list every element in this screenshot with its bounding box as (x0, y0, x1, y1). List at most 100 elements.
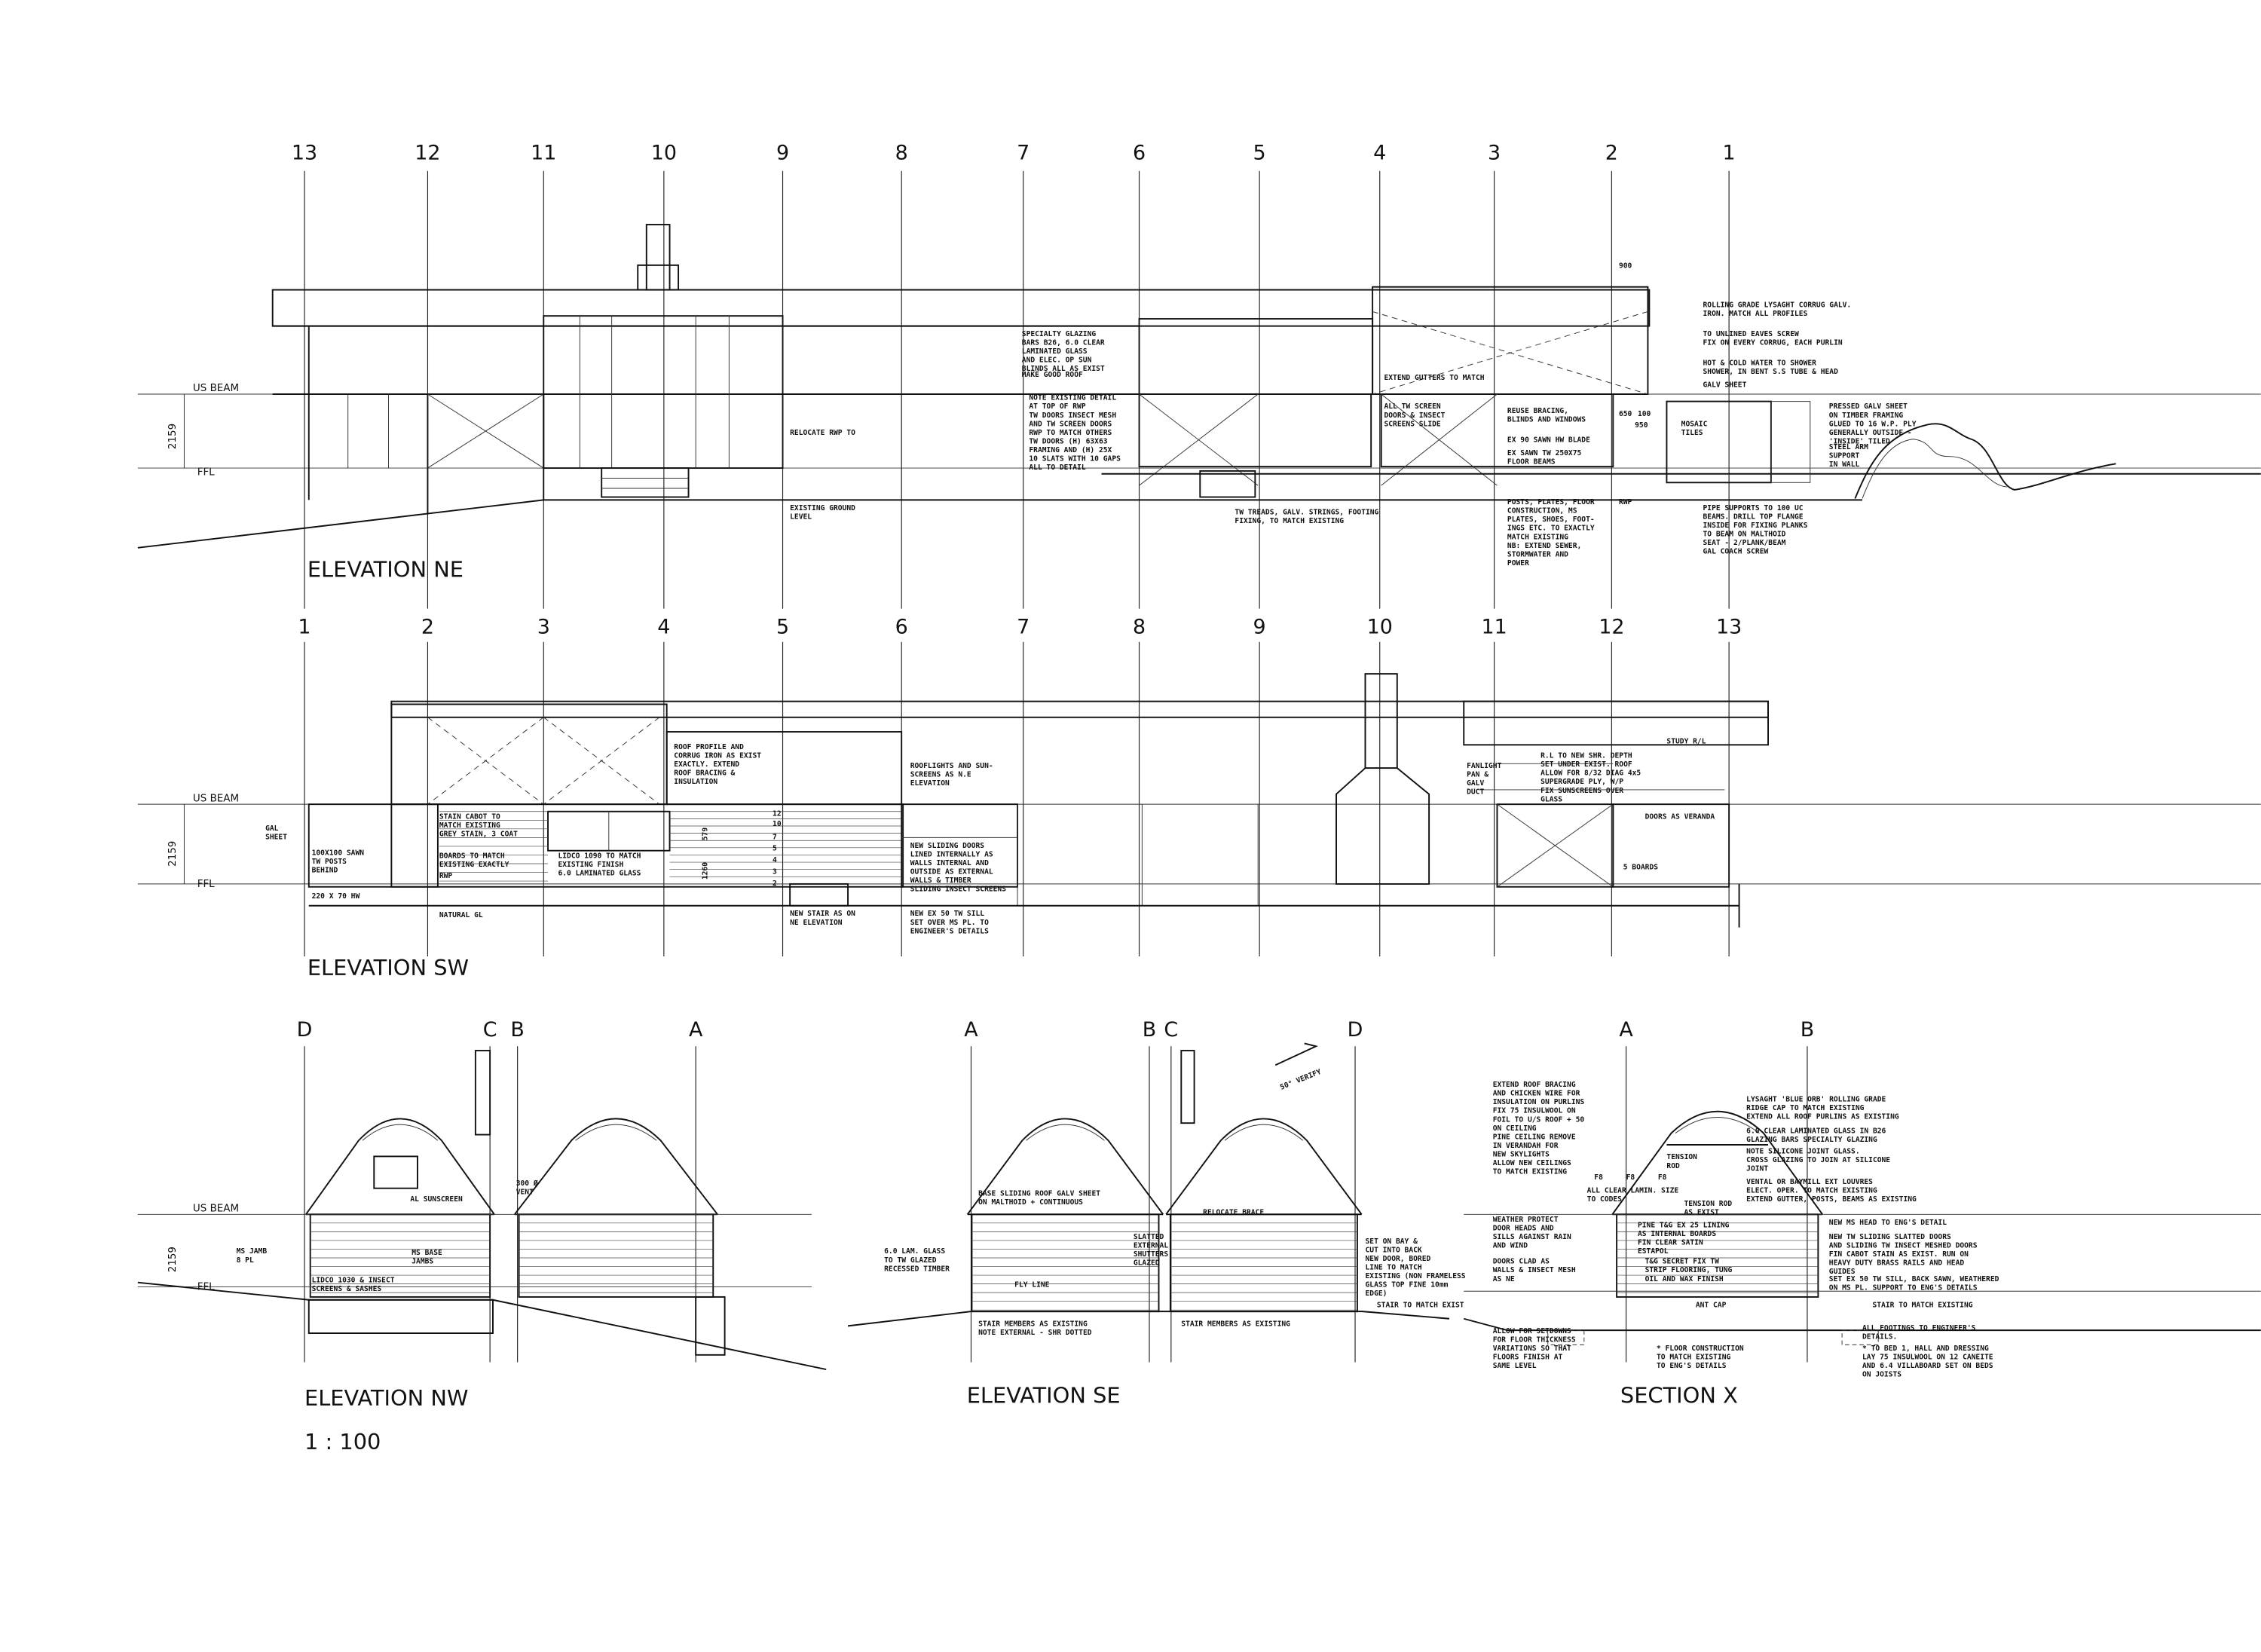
annotation-line: LIDCO 1090 TO MATCH (558, 852, 641, 860)
annotation-line: ROOF BRACING & (674, 769, 735, 778)
annotation-text: RELOCATE BRACE (1203, 1208, 1264, 1216)
annotation-line: NEW SLIDING DOORS (910, 842, 985, 850)
annotation-text: FLY LINE (1014, 1280, 1049, 1289)
se-grid-label: D (1348, 1018, 1363, 1042)
annotation-text: MAKE GOOD ROOF (1022, 371, 1083, 379)
annotation-line: LAMINATED GLASS (1022, 347, 1088, 356)
annotation-line: RELOCATE BRACE (1203, 1208, 1264, 1216)
annotation-line: SAME LEVEL (1493, 1362, 1537, 1370)
annotation-line: 'INSIDE' TILED (1829, 437, 1890, 445)
annotation-line: GENERALLY OUTSIDE - (1829, 429, 1912, 437)
scale-label: 1 : 100 (304, 1429, 381, 1455)
annotation-line: REUSE BRACING, (1507, 407, 1568, 415)
annotation-line: FIN CLEAR SATIN (1638, 1239, 1703, 1247)
annotation-line: SLIDING INSECT SCREENS (910, 886, 1006, 894)
annotation-line: RELOCATE RWP TO (790, 429, 855, 437)
sw-title: ELEVATION SW (307, 955, 469, 980)
sw-grid-label: 7 (1017, 615, 1030, 638)
annotation-line: EXISTING (NON FRAMELESS (1365, 1272, 1465, 1280)
nw-grid-label: A (689, 1018, 703, 1042)
annotation-line: SCREENS & SASHES (312, 1285, 382, 1293)
ne-grid-label: 5 (1253, 142, 1266, 165)
annotation-line: FLY LINE (1014, 1280, 1049, 1289)
se-pavilion-left (966, 1118, 1164, 1313)
annotation-line: 5 BOARDS (1623, 864, 1658, 872)
ne-dim-100: 100 (1638, 410, 1651, 418)
annotation-note: ANT CAP (1696, 1301, 1727, 1309)
annotation-line: NEW EX 50 TW SILL (910, 910, 985, 918)
ne-dim-950: 950 (1635, 421, 1648, 430)
annotation-line: POSTS, PLATES, FLOOR (1507, 498, 1595, 506)
ne-title: ELEVATION NE (307, 556, 464, 582)
annotation-line: MS JAMB (237, 1247, 268, 1256)
annotation-note: FLY LINE (1014, 1280, 1049, 1289)
annotation-line: MOSAIC (1681, 420, 1708, 428)
annotation-line: SET UNDER EXIST. ROOF (1540, 760, 1632, 769)
annotation-text: AL SUNSCREEN (410, 1195, 463, 1204)
sw-grid-label: 11 (1481, 615, 1507, 638)
annotation-line: BEAMS. DRILL TOP FLANGE (1703, 512, 1804, 521)
annotation-line: MATCH EXISTING (439, 821, 500, 830)
annotation-line: EXTEND ROOF BRACING (1493, 1081, 1576, 1089)
annotation-line: WEATHER PROTECT (1493, 1216, 1559, 1224)
annotation-line: VENT (516, 1188, 534, 1196)
ne-grid-label: 6 (1133, 142, 1146, 165)
annotation-line: GUIDES (1829, 1268, 1856, 1276)
annotation-line: 10 SLATS WITH 10 GAPS (1029, 454, 1121, 463)
annotation-line: FLOORS FINISH AT (1493, 1354, 1563, 1362)
annotation-text: RWP (1619, 498, 1632, 506)
annotation-line: INSULATION (674, 778, 717, 786)
sw-us-beam-label: US BEAM (193, 793, 239, 804)
annotation-line: TENSION (1666, 1153, 1697, 1161)
nw-height-dim: 2159 (167, 1247, 179, 1272)
annotation-text: STAIR TO MATCH EXIST (1377, 1301, 1464, 1309)
annotation-line: FIX SUNSCREENS OVER (1540, 787, 1623, 795)
annotation-line: CROSS GLAZING TO JOIN AT SILICONE (1746, 1156, 1890, 1164)
sw-height-dim: 2159 (167, 841, 179, 867)
annotation-line: SHUTTERS (1134, 1250, 1168, 1259)
annotation-line: ROOF PROFILE AND (674, 743, 744, 751)
annotation-line: BOARDS TO MATCH (439, 852, 505, 860)
annotation-line: FRAMING AND (H) 25X (1029, 446, 1112, 454)
annotation-note: RELOCATE RWP TO (790, 429, 855, 437)
annotation-line: ALL TW SCREEN (1384, 402, 1440, 411)
annotation-line: ON JOISTS (1862, 1371, 1902, 1379)
annotation-text: EX 90 SAWN HW BLADE (1507, 436, 1590, 444)
annotation-text: ROLLING GRADE LYSAGHT CORRUG GALV.IRON. … (1703, 301, 1852, 319)
annotation-line: SCREENS AS N.E (910, 771, 971, 779)
annotation-line: LINE TO MATCH (1365, 1263, 1421, 1271)
annotation-line: ALLOW NEW CEILINGS (1493, 1159, 1571, 1167)
annotation-line: TO ENG'S DETAILS (1657, 1362, 1727, 1370)
annotation-line: 6.0 LAM. GLASS (884, 1247, 945, 1256)
annotation-line: GAL COACH SCREW (1703, 548, 1769, 556)
annotation-line: AND 6.4 VILLABOARD SET ON BEDS (1862, 1362, 1993, 1370)
